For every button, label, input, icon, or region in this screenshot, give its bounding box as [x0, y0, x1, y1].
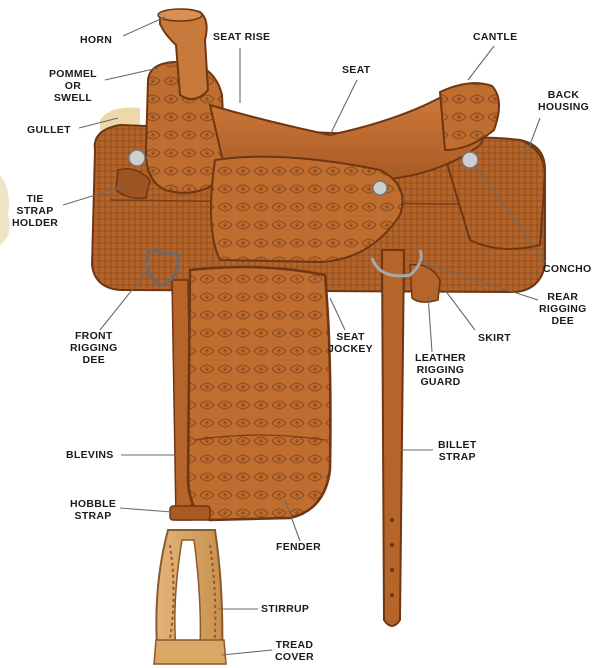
label-blevins: BLEVINS	[66, 449, 114, 461]
label-stirrup: STIRRUP	[261, 603, 309, 615]
label-skirt: SKIRT	[478, 332, 511, 344]
label-horn: HORN	[80, 34, 112, 46]
label-gullet: GULLET	[27, 124, 71, 136]
label-fender: FENDER	[276, 541, 321, 553]
tread-cover-shape	[154, 640, 226, 664]
label-concho: CONCHO	[543, 263, 591, 275]
concho-seat	[373, 181, 387, 195]
concho-front	[129, 150, 145, 166]
fender-shape	[188, 267, 330, 520]
fleece-left	[0, 175, 10, 245]
hobble-strap-shape	[170, 506, 210, 520]
label-seat-rise: SEAT RISE	[213, 31, 270, 43]
label-seat: SEAT	[342, 64, 370, 76]
label-cantle: CANTLE	[473, 31, 517, 43]
